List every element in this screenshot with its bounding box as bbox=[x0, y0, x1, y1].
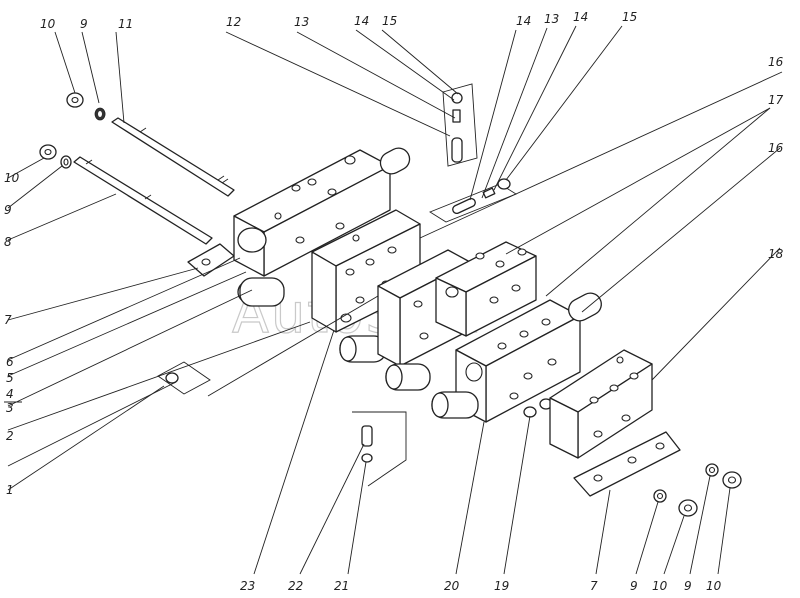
detail-box-21-22 bbox=[352, 411, 407, 487]
callout-9: 9 bbox=[630, 579, 638, 593]
callout-14: 14 bbox=[573, 10, 588, 24]
callout-16: 16 bbox=[768, 141, 784, 155]
callout-10: 10 bbox=[706, 579, 722, 593]
callout-6: 6 bbox=[6, 355, 14, 369]
callout-14: 14 bbox=[516, 14, 531, 28]
callout-9: 9 bbox=[4, 203, 12, 217]
callout-19: 19 bbox=[494, 579, 509, 593]
callout-labels: 10 9 11 12 13 14 15 14 13 14 15 16 17 16… bbox=[4, 10, 784, 593]
callout-16: 16 bbox=[768, 55, 784, 69]
valve-section-rear bbox=[233, 147, 411, 307]
nut-10-upper bbox=[66, 92, 84, 108]
callout-18: 18 bbox=[768, 247, 784, 261]
washer-9-left bbox=[60, 155, 72, 169]
callout-5: 5 bbox=[6, 371, 14, 385]
callout-13: 13 bbox=[544, 12, 559, 26]
callout-9: 9 bbox=[684, 579, 692, 593]
callout-11: 11 bbox=[118, 17, 133, 31]
callout-3: 3 bbox=[6, 401, 14, 415]
callout-4: 4 bbox=[6, 387, 14, 401]
tie-rod-11 bbox=[111, 117, 235, 197]
callout-22: 22 bbox=[288, 579, 303, 593]
nut-10-left bbox=[39, 144, 57, 160]
tie-rod-8 bbox=[73, 156, 213, 245]
valve-section-4 bbox=[435, 241, 537, 337]
callout-7: 7 bbox=[4, 313, 12, 327]
callout-10: 10 bbox=[40, 17, 56, 31]
callout-10: 10 bbox=[652, 579, 668, 593]
callout-14: 14 bbox=[354, 14, 369, 28]
callout-13: 13 bbox=[294, 15, 309, 29]
washer-9-lower-a bbox=[653, 489, 667, 503]
washer-9-lower-b bbox=[705, 463, 719, 477]
callout-1: 1 bbox=[6, 483, 14, 497]
callout-23: 23 bbox=[240, 579, 255, 593]
valve-section-front bbox=[431, 292, 602, 423]
callout-9: 9 bbox=[80, 17, 88, 31]
nut-10-lower-a bbox=[678, 499, 698, 517]
callout-20: 20 bbox=[444, 579, 460, 593]
detail-box-1 bbox=[157, 361, 211, 395]
nut-10-lower-b bbox=[722, 471, 742, 489]
callout-10: 10 bbox=[4, 171, 20, 185]
callout-15: 15 bbox=[622, 10, 637, 24]
bracket-7-right bbox=[573, 431, 681, 497]
valve-section-2 bbox=[311, 209, 421, 363]
washer-9-upper bbox=[94, 107, 106, 121]
end-plate-18 bbox=[549, 349, 653, 459]
callout-7: 7 bbox=[590, 579, 598, 593]
callout-2: 2 bbox=[6, 429, 14, 443]
callout-8: 8 bbox=[4, 235, 12, 249]
leader-lines bbox=[7, 25, 783, 575]
callout-15: 15 bbox=[382, 14, 397, 28]
detail-box-middle bbox=[429, 178, 517, 223]
callout-12: 12 bbox=[226, 15, 241, 29]
callout-17: 17 bbox=[768, 93, 784, 107]
callout-21: 21 bbox=[334, 579, 349, 593]
